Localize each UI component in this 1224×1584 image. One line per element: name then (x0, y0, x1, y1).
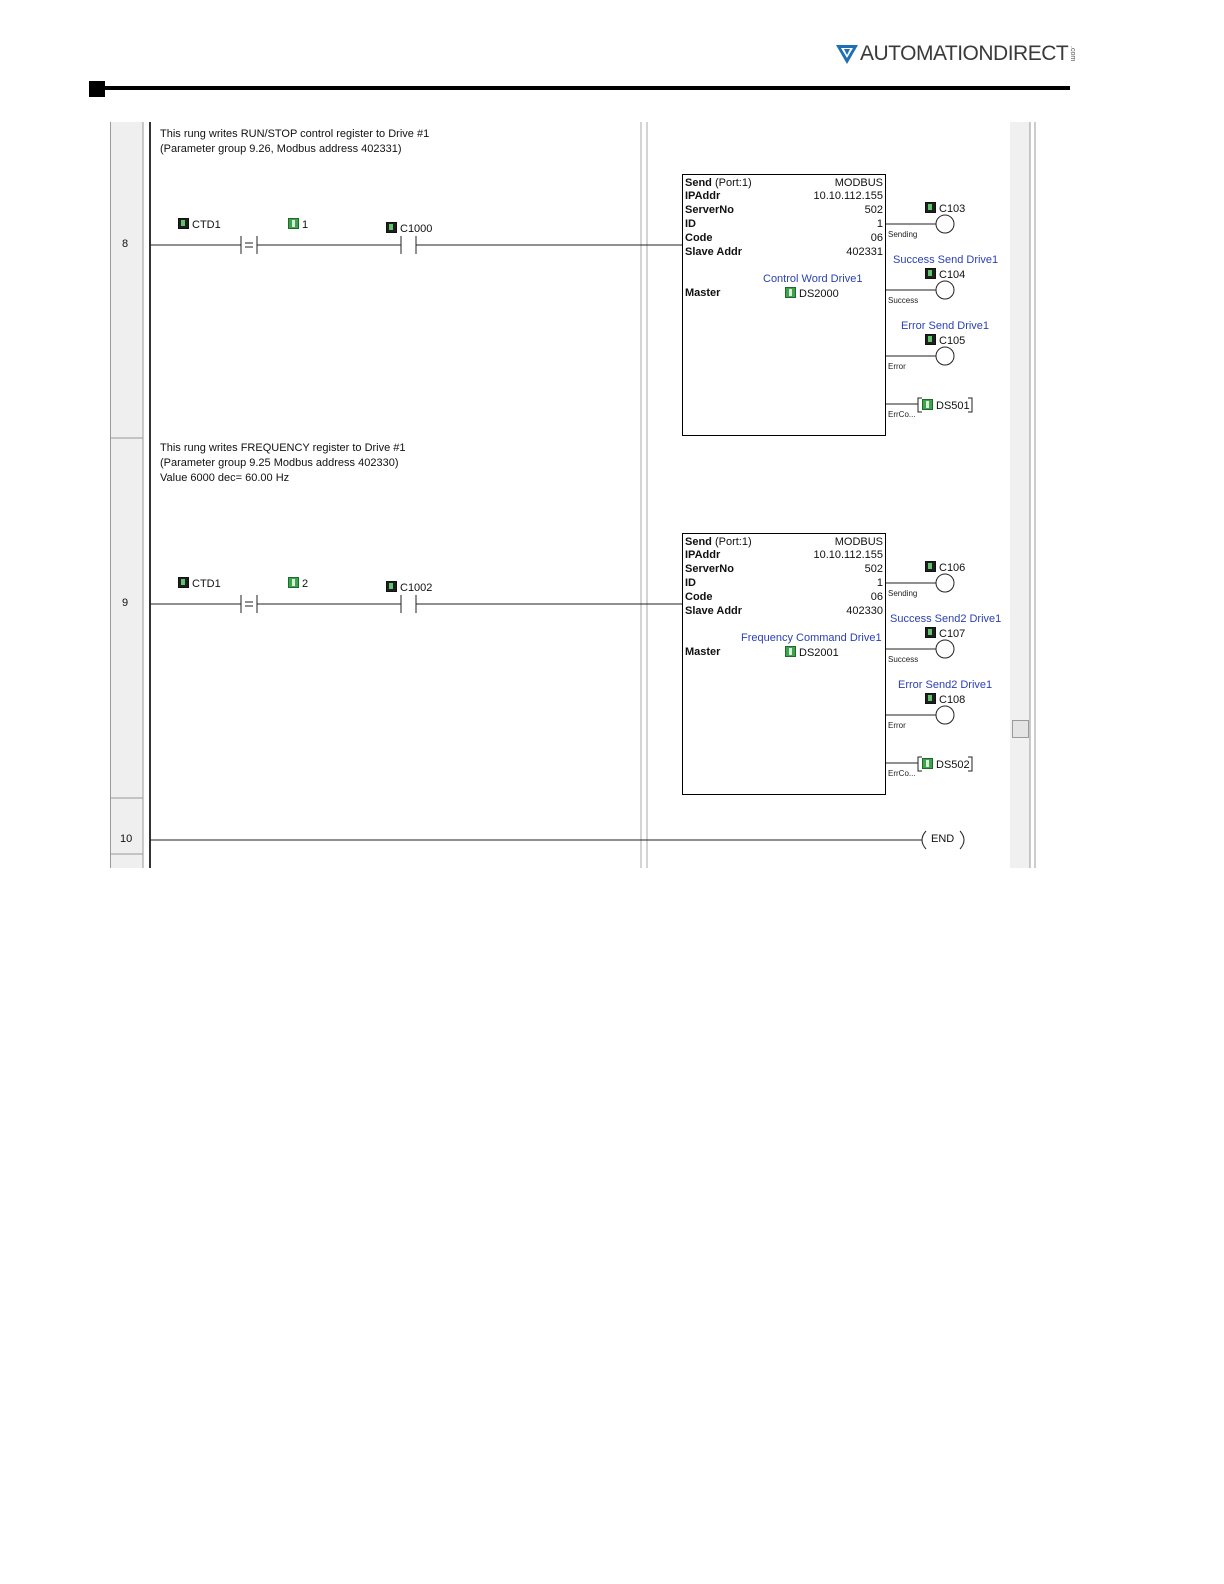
rung-number: 10 (120, 833, 133, 845)
automationdirect-logo: AUTOMATIONDIRECT .com (836, 40, 1076, 68)
bit-tag-icon (386, 581, 397, 592)
brand-text: AUTOMATIONDIRECT (860, 42, 1069, 65)
master-label: Master (685, 287, 721, 299)
output-nickname: Success Send2 Drive1 (890, 613, 1002, 625)
compare-right-value[interactable]: 2 (288, 577, 308, 590)
word-tag-icon (288, 218, 299, 229)
pin-label: Sending (888, 230, 918, 239)
word-tag-icon (922, 758, 933, 769)
ladder-editor[interactable]: 8 9 10 This rung writes RUN/STOP control… (110, 122, 1038, 868)
errcode-tag[interactable]: DS502 (922, 758, 970, 771)
compare-right-value[interactable]: 1 (288, 218, 308, 231)
brand-suffix: .com (1069, 46, 1077, 62)
bit-tag-icon (925, 627, 936, 638)
bit-tag-icon (925, 202, 936, 213)
bit-tag-icon (386, 222, 397, 233)
output-coil-tag[interactable]: C103 (925, 202, 965, 215)
pin-label: Success (888, 655, 919, 664)
rung-comment: This rung writes FREQUENCY register to D… (160, 442, 406, 484)
bit-tag-icon (925, 268, 936, 279)
contact-tag[interactable]: C1000 (386, 222, 432, 235)
output-coil-tag[interactable]: C104 (925, 268, 965, 281)
output-coil-tag[interactable]: C105 (925, 334, 965, 347)
end-instruction[interactable]: END (931, 833, 955, 845)
pin-label: Error (888, 362, 906, 371)
header-rule (96, 86, 1070, 90)
master-label: Master (685, 646, 721, 658)
word-tag-icon (922, 399, 933, 410)
pin-label: Error (888, 721, 906, 730)
contact-tag[interactable]: C1002 (386, 581, 432, 594)
master-nickname: Frequency Command Drive1 (741, 632, 882, 644)
bit-tag-icon (925, 334, 936, 345)
compare-left-tag[interactable]: CTD1 (178, 218, 221, 231)
rung-comment: This rung writes RUN/STOP control regist… (160, 128, 430, 155)
pin-label: Success (888, 296, 919, 305)
master-tag[interactable]: DS2001 (785, 646, 839, 659)
word-tag-icon (288, 577, 299, 588)
errcode-tag[interactable]: DS501 (922, 399, 970, 412)
rung-number: 8 (122, 238, 129, 250)
compare-left-tag[interactable]: CTD1 (178, 577, 221, 590)
scrollbar-thumb-icon[interactable] (1012, 720, 1029, 738)
bit-tag-icon (178, 577, 189, 588)
master-nickname: Control Word Drive1 (763, 273, 863, 285)
word-tag-icon (785, 287, 796, 298)
pin-label: ErrCo... (888, 410, 916, 419)
bit-tag-icon (925, 693, 936, 704)
pin-label: Sending (888, 589, 918, 598)
output-coil-tag[interactable]: C107 (925, 627, 965, 640)
word-tag-icon (785, 646, 796, 657)
bit-tag-icon (178, 218, 189, 229)
rung-number: 9 (122, 597, 129, 609)
output-nickname: Error Send Drive1 (901, 320, 990, 332)
pin-label: ErrCo... (888, 769, 916, 778)
master-tag[interactable]: DS2000 (785, 287, 839, 300)
output-coil-tag[interactable]: C106 (925, 561, 965, 574)
automationdirect-logo-icon (836, 45, 858, 64)
output-nickname: Error Send2 Drive1 (898, 679, 993, 691)
ladder-wiring (110, 122, 1036, 868)
bit-tag-icon (925, 561, 936, 572)
output-nickname: Success Send Drive1 (893, 254, 999, 266)
output-coil-tag[interactable]: C108 (925, 693, 965, 706)
